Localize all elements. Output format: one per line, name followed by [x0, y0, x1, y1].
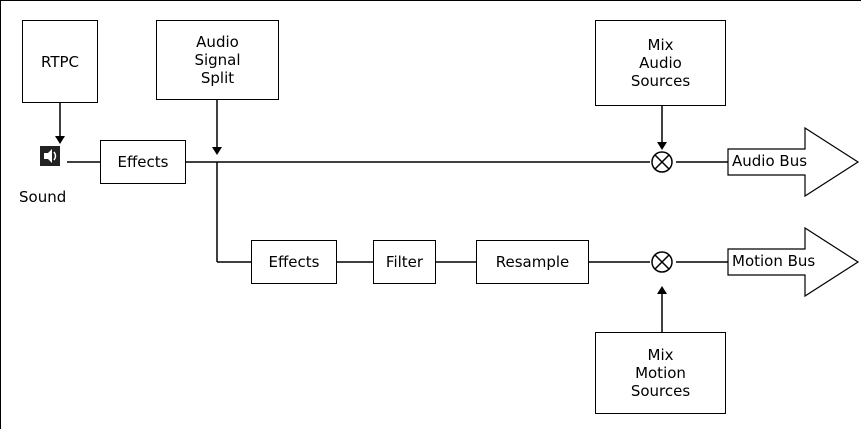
arrowhead-mix-audio [657, 142, 667, 150]
audio-bus-arrow-icon [727, 126, 860, 198]
sound-label: Sound [19, 188, 67, 206]
motion-mixer-icon [651, 251, 673, 273]
audio-bus-label: Audio Bus [732, 152, 808, 170]
motion-bus-arrow-icon [727, 226, 860, 298]
rtpc-box: RTPC [22, 20, 98, 103]
arrowhead-split [212, 147, 222, 155]
arrowhead-rtpc [55, 136, 65, 144]
mix-audio-sources-box: Mix Audio Sources [595, 20, 726, 106]
audio-mixer-icon [651, 151, 673, 173]
motion-bus-label: Motion Bus [732, 252, 816, 270]
sound-icon [40, 146, 60, 166]
effects-bottom-box: Effects [251, 240, 337, 284]
audio-signal-split-box: Audio Signal Split [156, 20, 279, 100]
mix-motion-sources-box: Mix Motion Sources [595, 332, 726, 414]
filter-box: Filter [373, 240, 436, 284]
effects-top-box: Effects [100, 140, 186, 184]
resample-box: Resample [476, 240, 589, 284]
arrowhead-mix-motion [657, 286, 667, 294]
